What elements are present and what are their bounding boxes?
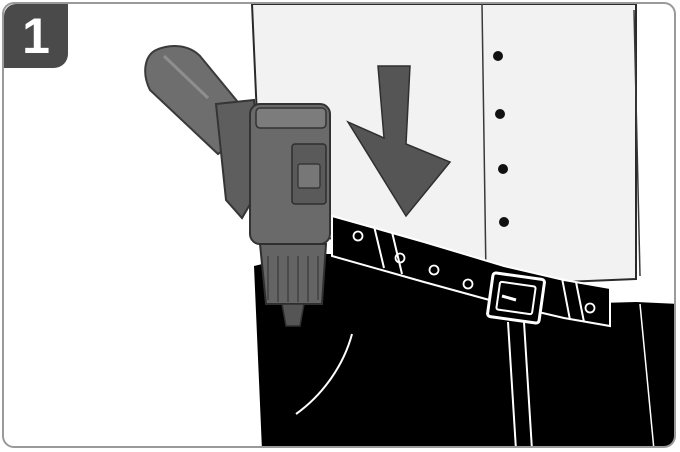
belt-buckle-icon bbox=[487, 273, 545, 324]
shirt-button bbox=[499, 217, 509, 227]
illustration-frame: 1 bbox=[2, 2, 676, 448]
shirt-button bbox=[495, 109, 505, 119]
shirt-button bbox=[493, 51, 503, 61]
shirt-button bbox=[498, 164, 508, 174]
step-number-badge: 1 bbox=[4, 4, 68, 68]
drill-holster-illustration bbox=[4, 4, 676, 448]
